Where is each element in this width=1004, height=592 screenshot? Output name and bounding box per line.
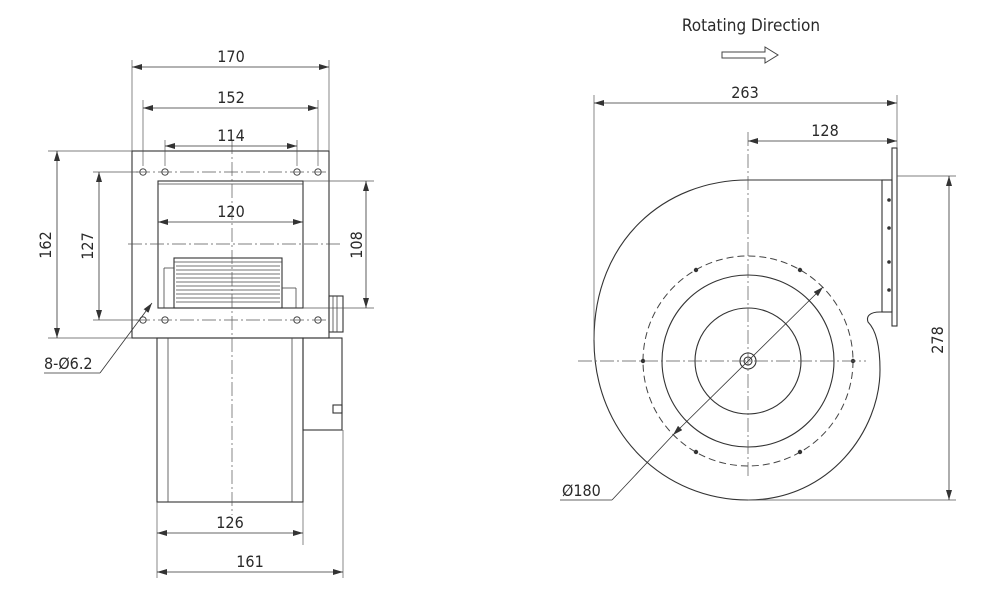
outlet-flange: [881, 147, 898, 327]
motor-side: [302, 295, 344, 431]
scroll-housing: [593, 179, 888, 501]
dim-108: 108: [347, 231, 366, 258]
mounting-holes: [139, 168, 322, 324]
side-view: Rotating Direction: [560, 16, 956, 501]
dim-161: 161: [236, 552, 263, 571]
dim-120: 120: [217, 202, 244, 221]
impeller-blades: [163, 257, 297, 309]
flange-plate: [131, 150, 330, 339]
dim-180-diameter: Ø180: [562, 481, 601, 500]
bolt-points: [640, 267, 856, 455]
dim-278: 278: [928, 326, 947, 353]
dim-126: 126: [216, 513, 243, 532]
dim-114: 114: [217, 126, 244, 145]
rotation-arrow-icon: [721, 46, 779, 64]
hole-callout: 8-Ø6.2: [44, 354, 93, 373]
dim-128: 128: [811, 121, 838, 140]
dim-127: 127: [78, 232, 97, 259]
outlet-opening: [157, 180, 304, 309]
dim-263: 263: [731, 83, 758, 102]
dim-152: 152: [217, 88, 244, 107]
housing-body: [156, 337, 304, 503]
rotating-direction-label: Rotating Direction: [682, 16, 820, 36]
front-view: 170 152 114 120 162 127 108 126 161 8-Ø6…: [36, 47, 374, 578]
dim-162: 162: [36, 231, 55, 258]
dim-170: 170: [217, 47, 244, 66]
